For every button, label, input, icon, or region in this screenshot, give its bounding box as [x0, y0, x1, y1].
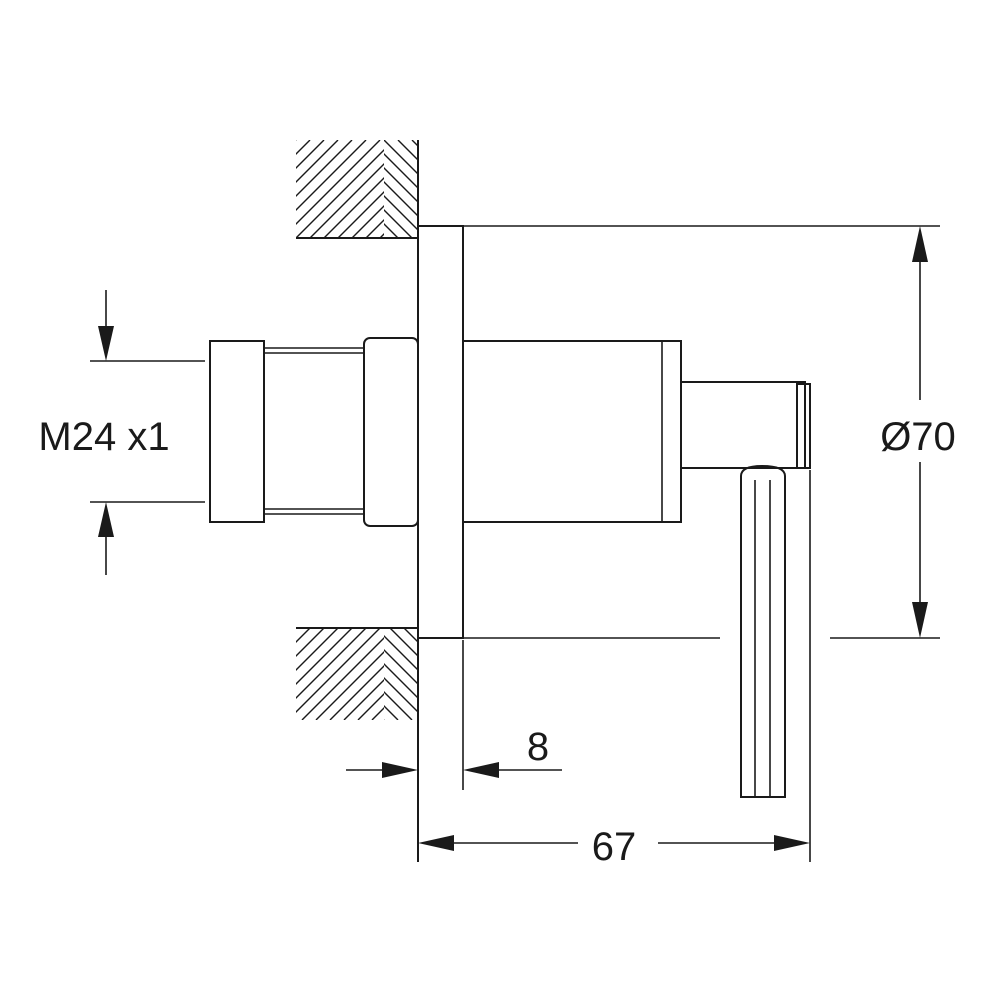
hatch-line [442, 628, 534, 720]
hatch-line [478, 140, 576, 238]
hatch-line [296, 628, 353, 685]
hatch-line [296, 140, 381, 225]
hatch-line [365, 219, 384, 238]
threaded-nipple [209, 340, 364, 523]
hatch-line [384, 223, 399, 238]
hatch-line [422, 140, 520, 238]
flange [417, 225, 464, 639]
hatch-line [296, 140, 367, 211]
overall-depth-label: 67 [592, 825, 637, 869]
hatch-line [309, 163, 384, 238]
hatch-line [296, 628, 325, 657]
lever-handle [681, 381, 811, 798]
hatch-line [384, 677, 418, 713]
hatch-line [468, 140, 566, 238]
thread-label: M24 x1 [38, 415, 169, 459]
hatch-line [301, 637, 384, 720]
hatch-line [386, 628, 478, 720]
hatch-line [394, 140, 492, 238]
hatch-line [296, 628, 297, 629]
hatch-line [384, 209, 413, 238]
dimension-overall-depth: 67 [418, 470, 811, 869]
hatch-line [323, 177, 384, 238]
hatch-line [384, 635, 418, 671]
hatch-line [408, 140, 506, 238]
hatch-line [315, 651, 384, 720]
hatch-line [428, 628, 520, 720]
dimension-thread: M24 x1 [38, 290, 205, 575]
hatch-line [460, 628, 552, 720]
hatch-line [384, 195, 418, 231]
wall-hatch-bottom [296, 627, 594, 720]
hatch-line [384, 691, 413, 720]
hatch-line [400, 628, 492, 720]
hatch-line [343, 679, 384, 720]
hatch-line [417, 628, 418, 629]
hatch-line [414, 628, 506, 720]
hatch-line [296, 628, 367, 699]
hatch-line [329, 665, 384, 720]
hatch-line [296, 628, 381, 713]
hatch-line [450, 140, 548, 238]
diameter-label: Ø70 [880, 415, 956, 459]
hatch-line [436, 140, 534, 238]
hatch-line [296, 628, 339, 671]
hatch-line [456, 628, 548, 720]
valve-body [363, 337, 419, 527]
hatch-line [357, 693, 384, 720]
hatch-line [337, 191, 384, 238]
hatch-line [379, 233, 384, 238]
hatch-line [496, 140, 594, 238]
hatch-line [296, 140, 339, 183]
hatch-line [384, 649, 418, 685]
hatch-line [296, 140, 297, 141]
hatch-line [510, 140, 608, 238]
hatch-line [464, 140, 562, 238]
hatch-line [296, 140, 311, 155]
hatch-line [384, 181, 418, 217]
hatch-line [454, 140, 552, 238]
hatch-line [384, 153, 418, 189]
hatch-line [397, 140, 418, 161]
dimension-flange-thickness: 8 [346, 640, 562, 790]
hatch-line [411, 140, 418, 147]
hatch-line [446, 628, 538, 720]
hatch-line [384, 167, 418, 203]
hatch-line [384, 663, 418, 699]
hatch-line [488, 628, 580, 720]
hatch-line [296, 149, 384, 238]
hatch-line [296, 140, 325, 169]
dimension-diameter: Ø70 [463, 225, 956, 639]
hatch-line [502, 628, 594, 720]
hatch-line [384, 140, 418, 175]
cover-sleeve [462, 340, 682, 523]
hatch-line [440, 140, 538, 238]
hatch-line [474, 628, 566, 720]
hatch-line [384, 237, 385, 238]
hatch-line [432, 628, 524, 720]
hatch-line [296, 628, 311, 643]
hatch-line [389, 628, 418, 657]
hatch-line [351, 205, 384, 238]
hatch-line [426, 140, 524, 238]
flange-thickness-label: 8 [527, 725, 549, 769]
wall-hatch-top [296, 140, 608, 239]
hatch-line [296, 140, 353, 197]
hatch-line [470, 628, 562, 720]
hatch-line [482, 140, 580, 238]
